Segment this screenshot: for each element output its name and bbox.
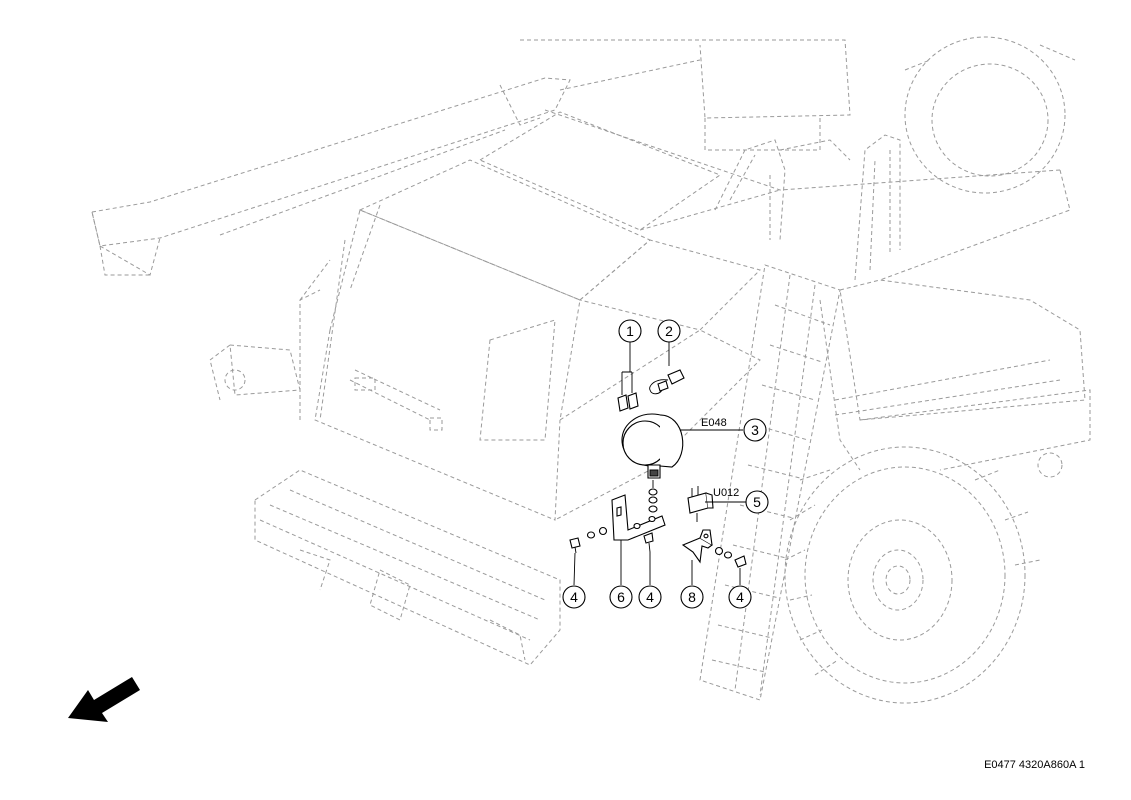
lamp-code-label: E048 — [701, 417, 727, 429]
machine-outline — [91, 36, 1091, 704]
callout-4-left: 4 — [562, 585, 586, 609]
svg-text:8: 8 — [688, 589, 696, 605]
callout-5: 5 — [745, 490, 769, 514]
bracket-fasteners — [569, 526, 654, 554]
relay-bracket — [681, 529, 713, 564]
callout-6: 6 — [609, 585, 633, 609]
direction-arrow-icon — [68, 677, 140, 722]
leader-lines — [573, 342, 746, 586]
svg-text:4: 4 — [646, 589, 654, 605]
svg-text:3: 3 — [751, 422, 759, 438]
svg-text:4: 4 — [570, 589, 578, 605]
callout-1: 1 — [618, 319, 642, 343]
drawing-reference: E0477 4320A860A 1 — [984, 759, 1085, 771]
callout-3: 3 — [743, 418, 767, 442]
svg-text:2: 2 — [665, 323, 673, 339]
callout-8: 8 — [680, 585, 704, 609]
parts — [569, 369, 747, 568]
relay-code-label: U012 — [713, 487, 739, 499]
relay-fasteners — [714, 546, 747, 568]
relay — [687, 486, 714, 522]
bulb-connector — [649, 369, 685, 395]
svg-text:1: 1 — [626, 323, 634, 339]
terminal-clips — [617, 372, 639, 412]
svg-text:5: 5 — [753, 494, 761, 510]
callout-2: 2 — [657, 319, 681, 343]
svg-text:6: 6 — [617, 589, 625, 605]
callout-4-center: 4 — [638, 585, 662, 609]
lamp-washers — [648, 480, 658, 513]
svg-text:4: 4 — [736, 589, 744, 605]
work-lamp — [621, 413, 684, 479]
lamp-bracket — [611, 494, 666, 541]
callout-4-right: 4 — [728, 585, 752, 609]
